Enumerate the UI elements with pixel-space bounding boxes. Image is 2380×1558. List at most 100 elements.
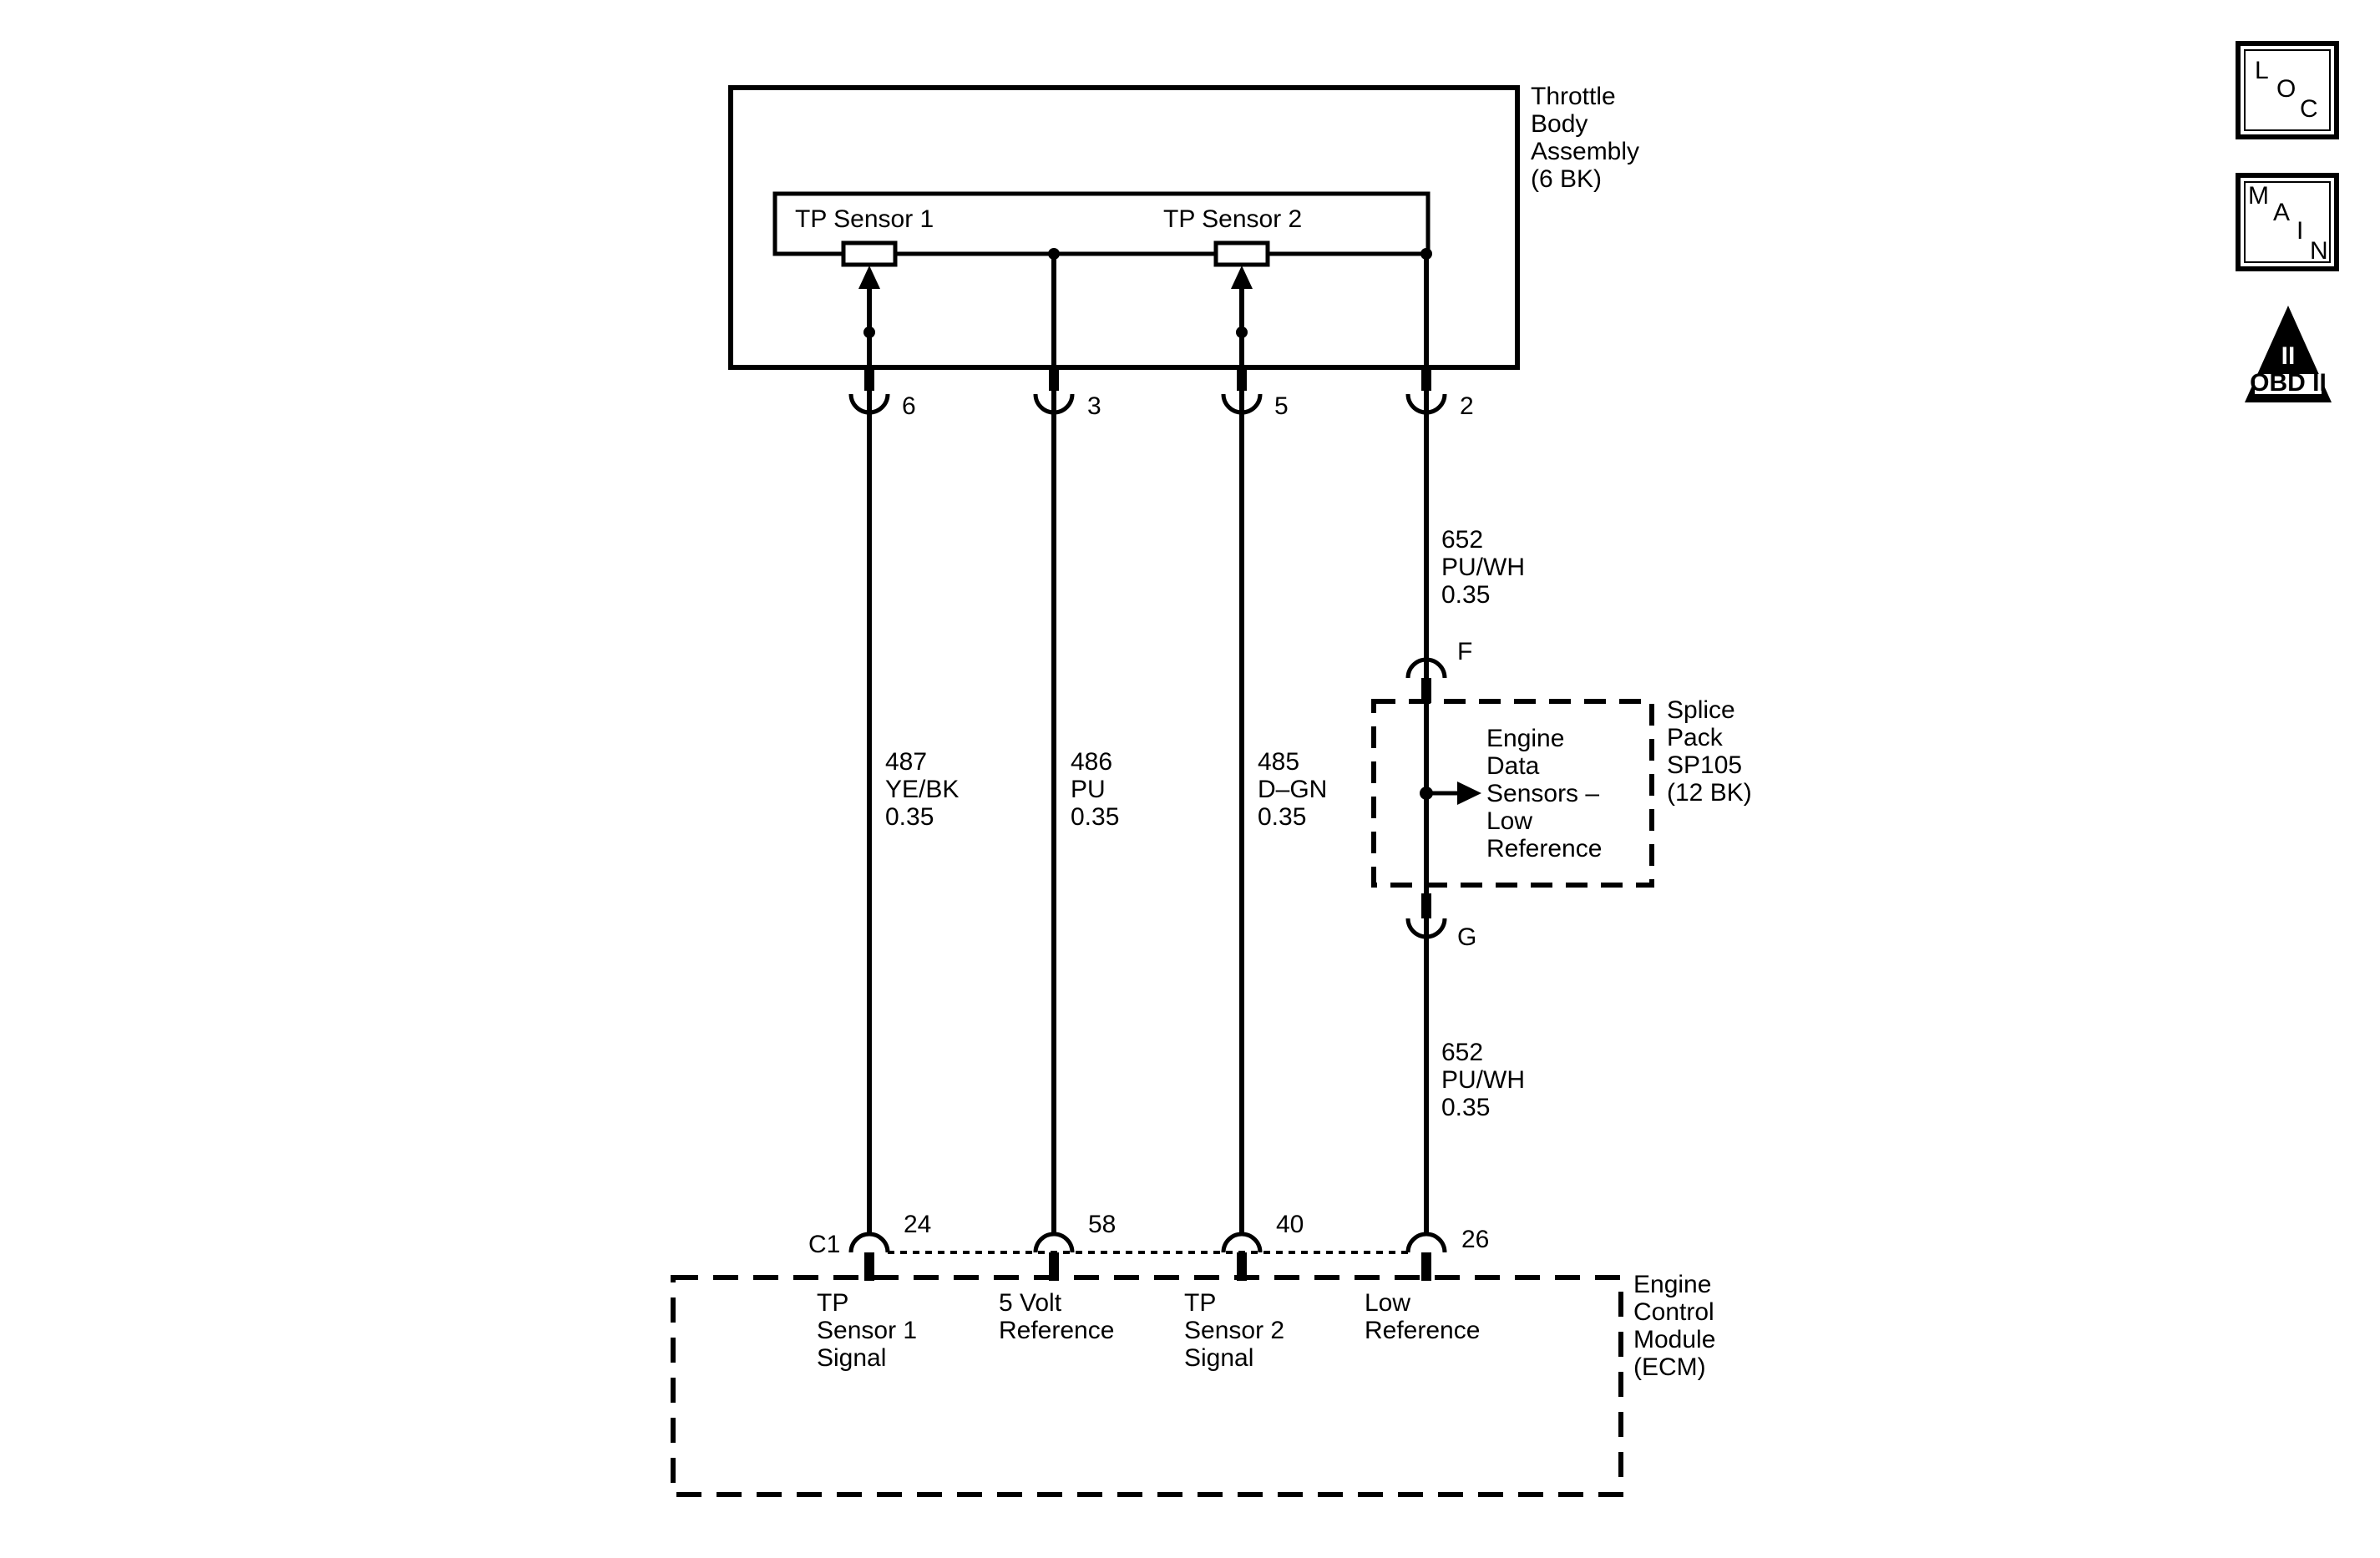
svg-text:C: C <box>2300 95 2318 123</box>
svg-text:486: 486 <box>1071 748 1112 776</box>
svg-text:Throttle: Throttle <box>1531 83 1616 110</box>
throttle-body-connector <box>848 393 1447 415</box>
wire-486-label: 486 PU 0.35 <box>1071 748 1119 831</box>
top-pin-labels: 6 3 5 2 <box>902 392 1474 420</box>
svg-text:Assembly: Assembly <box>1531 138 1639 165</box>
svg-text:Control: Control <box>1633 1298 1714 1326</box>
svg-text:Engine: Engine <box>1486 725 1564 752</box>
ecm-terminal-low-reference: Low Reference <box>1365 1289 1480 1344</box>
svg-text:Splice: Splice <box>1667 696 1735 724</box>
wires <box>867 254 1429 1234</box>
connector-pin-2 <box>1405 393 1447 415</box>
svg-text:O: O <box>2276 75 2296 103</box>
svg-text:485: 485 <box>1258 748 1299 776</box>
svg-text:6: 6 <box>902 392 916 420</box>
ecm-connector-c1 <box>848 1232 1447 1253</box>
splice-connector-g <box>1405 918 1447 939</box>
svg-text:D–GN: D–GN <box>1258 776 1327 803</box>
svg-text:24: 24 <box>904 1211 931 1238</box>
ecm-pin-labels: 24 58 40 26 <box>904 1211 1489 1253</box>
svg-text:II: II <box>2281 342 2296 370</box>
svg-text:Body: Body <box>1531 110 1588 138</box>
svg-text:Low: Low <box>1486 807 1532 835</box>
svg-text:Reference: Reference <box>1486 835 1602 862</box>
svg-text:M: M <box>2248 182 2269 210</box>
svg-text:Sensor 1: Sensor 1 <box>817 1317 917 1344</box>
loc-button[interactable]: L O C <box>2236 41 2339 139</box>
wire-652-upper-label: 652 PU/WH 0.35 <box>1441 526 1525 609</box>
wire-485-label: 485 D–GN 0.35 <box>1258 748 1327 831</box>
tp-sensor-2-label: TP Sensor 2 <box>1163 205 1302 233</box>
ecm-title: Engine Control Module (ECM) <box>1633 1271 1715 1381</box>
engine-control-module: C1 24 58 40 26 TP Sensor 1 Signal 5 Volt… <box>671 1211 1715 1497</box>
tp-sensor-inner-box <box>772 191 1431 256</box>
splice-connector-g-label: G <box>1457 923 1476 951</box>
svg-text:Sensors –: Sensors – <box>1486 780 1599 807</box>
svg-text:PU/WH: PU/WH <box>1441 554 1525 581</box>
splice-reference-text: Engine Data Sensors – Low Reference <box>1486 725 1602 862</box>
svg-text:OBD II: OBD II <box>2250 369 2327 397</box>
svg-text:5: 5 <box>1274 392 1289 420</box>
svg-text:3: 3 <box>1087 392 1101 420</box>
obd-ii-button[interactable]: II OBD II <box>2245 306 2332 402</box>
svg-text:Low: Low <box>1365 1289 1410 1317</box>
svg-text:(ECM): (ECM) <box>1633 1353 1706 1381</box>
svg-text:5 Volt: 5 Volt <box>999 1289 1062 1317</box>
svg-text:2: 2 <box>1460 392 1474 420</box>
throttle-body-title: Throttle Body Assembly (6 BK) <box>1531 83 1639 193</box>
splice-connector-f-label: F <box>1457 638 1472 665</box>
tp-sensor-2-wiper-arrow <box>1231 266 1253 289</box>
svg-text:PU/WH: PU/WH <box>1441 1066 1525 1094</box>
svg-text:0.35: 0.35 <box>1441 1094 1490 1121</box>
svg-text:Data: Data <box>1486 752 1540 780</box>
svg-text:PU: PU <box>1071 776 1106 803</box>
tp-sensor-2-resistor <box>1213 240 1270 267</box>
splice-pack-box <box>1371 699 1654 888</box>
svg-text:487: 487 <box>885 748 927 776</box>
svg-text:TP: TP <box>817 1289 848 1317</box>
svg-text:0.35: 0.35 <box>1258 803 1306 831</box>
tp-sensor-1-resistor <box>841 240 898 267</box>
tp-sensor-1-label: TP Sensor 1 <box>795 205 934 233</box>
svg-text:652: 652 <box>1441 526 1483 554</box>
svg-text:0.35: 0.35 <box>885 803 934 831</box>
svg-text:652: 652 <box>1441 1039 1483 1066</box>
svg-text:(6 BK): (6 BK) <box>1531 165 1602 193</box>
throttle-body-box <box>728 85 1520 370</box>
svg-text:26: 26 <box>1461 1226 1489 1253</box>
ecm-box <box>671 1275 1623 1497</box>
svg-text:Signal: Signal <box>817 1344 886 1372</box>
connector-pin-3 <box>1033 393 1075 415</box>
ecm-terminal-5-volt-reference: 5 Volt Reference <box>999 1289 1114 1344</box>
svg-text:0.35: 0.35 <box>1441 581 1490 609</box>
svg-text:SP105: SP105 <box>1667 751 1742 779</box>
svg-text:0.35: 0.35 <box>1071 803 1119 831</box>
splice-connector-f <box>1405 657 1447 679</box>
tp-sensor-1-wiper-arrow <box>858 266 880 289</box>
svg-text:Reference: Reference <box>1365 1317 1480 1344</box>
svg-text:N: N <box>2310 237 2328 265</box>
svg-text:L: L <box>2255 57 2269 84</box>
wire-487-label: 487 YE/BK 0.35 <box>885 748 959 831</box>
ecm-connector-label: C1 <box>808 1231 840 1258</box>
ecm-terminal-tp-sensor-2-signal: TP Sensor 2 Signal <box>1184 1289 1284 1372</box>
connector-pin-5 <box>1221 393 1263 415</box>
wire-652-lower-label: 652 PU/WH 0.35 <box>1441 1039 1525 1121</box>
svg-text:A: A <box>2273 199 2290 226</box>
splice-arrow-head <box>1457 782 1481 805</box>
connector-pin-6 <box>848 393 890 415</box>
svg-text:(12 BK): (12 BK) <box>1667 779 1752 807</box>
svg-text:Reference: Reference <box>999 1317 1114 1344</box>
svg-text:Pack: Pack <box>1667 724 1724 751</box>
svg-text:Engine: Engine <box>1633 1271 1711 1298</box>
svg-text:40: 40 <box>1276 1211 1304 1238</box>
main-button[interactable]: M A I N <box>2236 173 2339 271</box>
svg-text:TP: TP <box>1184 1289 1216 1317</box>
svg-text:I: I <box>2296 217 2303 245</box>
svg-text:Signal: Signal <box>1184 1344 1253 1372</box>
svg-text:58: 58 <box>1088 1211 1116 1238</box>
connector-stubs <box>864 367 1431 1281</box>
svg-text:Sensor 2: Sensor 2 <box>1184 1317 1284 1344</box>
splice-pack-title: Splice Pack SP105 (12 BK) <box>1667 696 1752 807</box>
